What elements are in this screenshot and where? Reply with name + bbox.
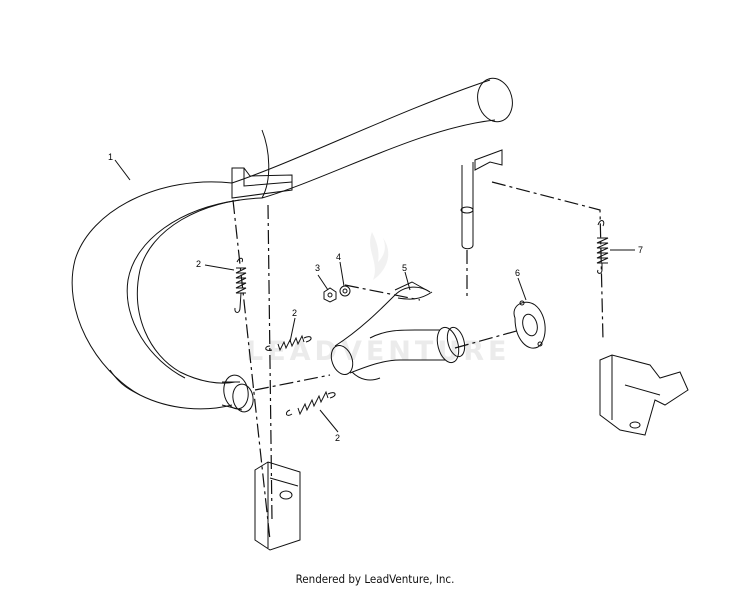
washer[interactable] [339, 285, 351, 297]
spring-lower[interactable] [285, 390, 336, 416]
watermark-flame-icon [370, 232, 389, 280]
spring-right[interactable] [596, 220, 609, 274]
leader-lines [114, 159, 635, 433]
gasket[interactable] [513, 300, 546, 349]
spring-middle[interactable] [265, 334, 312, 352]
callout-2-middle: 2 [292, 308, 297, 318]
assembly-centerlines [232, 181, 604, 541]
y-pipe[interactable] [327, 281, 467, 381]
spring-upper-left[interactable] [234, 257, 247, 313]
mount-bracket-left[interactable] [254, 461, 301, 551]
callout-6: 6 [515, 268, 520, 278]
nut[interactable] [323, 287, 337, 303]
callout-7: 7 [638, 245, 643, 255]
callout-3: 3 [315, 263, 320, 273]
mount-bracket-right[interactable] [599, 354, 689, 436]
callout-5: 5 [402, 263, 407, 273]
muffler-assembly[interactable] [71, 74, 517, 413]
render-credit: Rendered by LeadVenture, Inc. [295, 572, 455, 586]
callout-1: 1 [108, 152, 113, 162]
callout-2-lower: 2 [335, 433, 340, 443]
callout-4: 4 [336, 252, 341, 262]
callout-2-upper: 2 [196, 259, 201, 269]
